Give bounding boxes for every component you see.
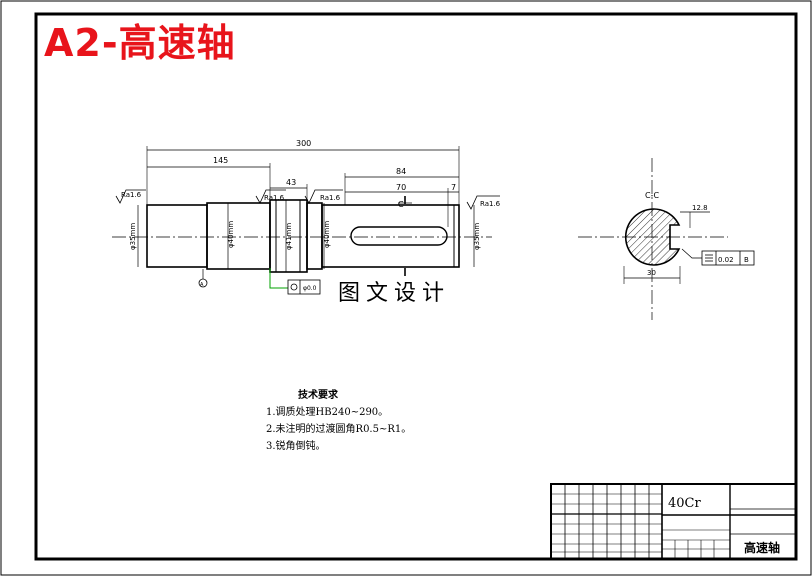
shaft-main-view <box>112 146 500 288</box>
shaft-section-left <box>146 204 208 268</box>
section-hatched-disc <box>624 208 681 266</box>
inner-frame <box>34 12 798 561</box>
dim-7: 7 <box>451 183 456 192</box>
datum-a-label: A <box>200 282 204 288</box>
dim-70: 70 <box>396 183 406 192</box>
shaft-section-4 <box>306 202 323 270</box>
tech-req-item-2: 2.未注明的过渡圆角R0.5~R1。 <box>266 424 412 435</box>
roughness-label-4: Ra1.6 <box>480 200 501 208</box>
main-view-dim-labels: 300 145 43 84 70 7 Ra1.6 Ra1.6 Ra1.6 Ra1… <box>121 139 501 292</box>
section-tol-datum: B <box>744 256 749 264</box>
technical-requirements: 技术要求 1.调质处理HB240~290。 2.未注明的过渡圆角R0.5~R1。… <box>266 387 411 455</box>
dim-145: 145 <box>213 156 228 165</box>
section-cc-label: C-C <box>645 191 659 200</box>
section-dim-12-8: 12.8 <box>692 204 708 212</box>
tolerance-frame-text: φ0.0 <box>303 285 317 292</box>
roughness-label-3: Ra1.6 <box>320 194 341 202</box>
tech-req-item-1: 1.调质处理HB240~290。 <box>266 407 389 418</box>
shaft-section-right <box>321 204 460 268</box>
title-block <box>550 483 797 560</box>
dim-300: 300 <box>296 139 311 148</box>
title-block-part-name: 高速轴 <box>744 541 781 555</box>
watermark-text: 图文设计 <box>338 281 451 306</box>
tolerance-frame <box>287 279 321 295</box>
dia-35-right: φ35mm <box>473 223 481 250</box>
dia-35-left: φ35mm <box>129 223 137 250</box>
shaft-section-2 <box>206 202 271 270</box>
tolerance-leader <box>269 268 288 289</box>
dim-43: 43 <box>286 178 296 187</box>
keyway-slot <box>350 226 448 246</box>
dia-40-b: φ40mm <box>323 221 331 248</box>
roughness-label-2: Ra1.6 <box>264 194 285 202</box>
title-block-material: 40Cr <box>668 496 701 511</box>
section-tolerance-frame <box>701 250 755 266</box>
dia-40: φ40mm <box>227 221 235 248</box>
dia-41: φ41mm <box>285 223 293 250</box>
dim-84: 84 <box>396 167 406 176</box>
tech-req-heading: 技术要求 <box>298 390 338 401</box>
tech-req-item-3: 3.锐角倒钝。 <box>266 441 326 452</box>
section-tol-value: 0.02 <box>718 256 734 264</box>
sheet-title: A2-高速轴 <box>44 21 236 65</box>
section-dim-30: 30 <box>647 269 656 277</box>
section-labels: C-C 12.8 30 0.02 B <box>645 191 749 277</box>
section-cut-label: C <box>398 200 404 209</box>
roughness-label-1: Ra1.6 <box>121 191 142 199</box>
section-c-c-view <box>578 158 755 320</box>
